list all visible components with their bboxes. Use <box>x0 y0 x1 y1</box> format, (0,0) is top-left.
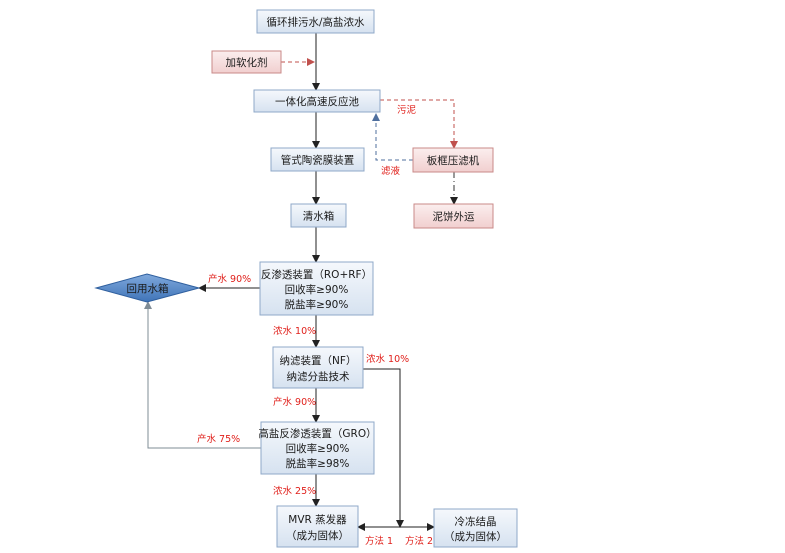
svg-text:脱盐率≥90%: 脱盐率≥90% <box>285 298 349 311</box>
label-ro-concentrate: 浓水 10% <box>273 325 316 337</box>
label-nf-concentrate: 浓水 10% <box>366 353 409 365</box>
svg-text:（成为固体）: （成为固体） <box>286 530 349 542</box>
label-gro-product: 产水 75% <box>197 433 240 445</box>
svg-text:MVR 蒸发器: MVR 蒸发器 <box>288 513 347 526</box>
svg-text:反渗透装置（RO+RF）: 反渗透装置（RO+RF） <box>261 268 372 281</box>
svg-text:管式陶瓷膜装置: 管式陶瓷膜装置 <box>281 154 355 167</box>
node-reactor: 一体化高速反应池 <box>253 89 381 113</box>
edge-reactor-filterpress <box>380 99 458 149</box>
svg-text:纳滤装置（NF）: 纳滤装置（NF） <box>280 354 357 367</box>
label-gro-concentrate: 浓水 25% <box>273 485 316 497</box>
svg-text:板框压滤机: 板框压滤机 <box>427 154 480 167</box>
svg-text:加软化剂: 加软化剂 <box>226 56 268 69</box>
svg-text:纳滤分盐技术: 纳滤分盐技术 <box>287 370 350 383</box>
svg-text:回用水箱: 回用水箱 <box>127 282 169 295</box>
svg-text:冷冻结晶: 冷冻结晶 <box>455 515 497 528</box>
svg-text:清水箱: 清水箱 <box>303 210 335 223</box>
svg-text:回收率≥90%: 回收率≥90% <box>285 283 349 296</box>
node-sludge-out: 泥饼外运 <box>413 203 494 229</box>
node-clear-tank: 清水箱 <box>290 203 347 228</box>
node-freeze: 冷冻结晶 （成为固体） <box>433 508 518 548</box>
node-ro: 反渗透装置（RO+RF） 回收率≥90% 脱盐率≥90% <box>259 261 374 316</box>
label-method2: 方法 2 <box>405 535 433 547</box>
svg-text:一体化高速反应池: 一体化高速反应池 <box>275 95 359 108</box>
label-ro-product: 产水 90% <box>208 273 251 285</box>
node-nf: 纳滤装置（NF） 纳滤分盐技术 <box>272 346 364 389</box>
node-filter-press: 板框压滤机 <box>412 147 494 173</box>
svg-text:脱盐率≥98%: 脱盐率≥98% <box>286 457 350 470</box>
label-method1: 方法 1 <box>365 535 393 547</box>
node-mvr: MVR 蒸发器 （成为固体） <box>276 505 359 548</box>
svg-text:循环排污水/高盐浓水: 循环排污水/高盐浓水 <box>266 16 365 29</box>
svg-text:泥饼外运: 泥饼外运 <box>433 210 475 223</box>
node-ceramic: 管式陶瓷膜装置 <box>270 147 365 172</box>
edge-nf-concentrate <box>363 368 404 528</box>
svg-text:高盐反渗透装置（GRO）: 高盐反渗透装置（GRO） <box>258 427 376 440</box>
edge-gro-reuse <box>144 301 261 449</box>
svg-text:（成为固体）: （成为固体） <box>444 531 507 543</box>
node-source: 循环排污水/高盐浓水 <box>256 9 375 34</box>
label-sludge: 污泥 <box>397 104 417 116</box>
node-softener: 加软化剂 <box>211 50 282 74</box>
svg-text:回收率≥90%: 回收率≥90% <box>286 442 350 455</box>
label-nf-product: 产水 90% <box>273 396 316 408</box>
edge-filterpress-reactor <box>372 113 413 161</box>
node-gro: 高盐反渗透装置（GRO） 回收率≥90% 脱盐率≥98% <box>258 421 377 475</box>
label-filtrate: 滤液 <box>381 165 401 177</box>
node-reuse-tank: 回用水箱 <box>94 273 201 303</box>
